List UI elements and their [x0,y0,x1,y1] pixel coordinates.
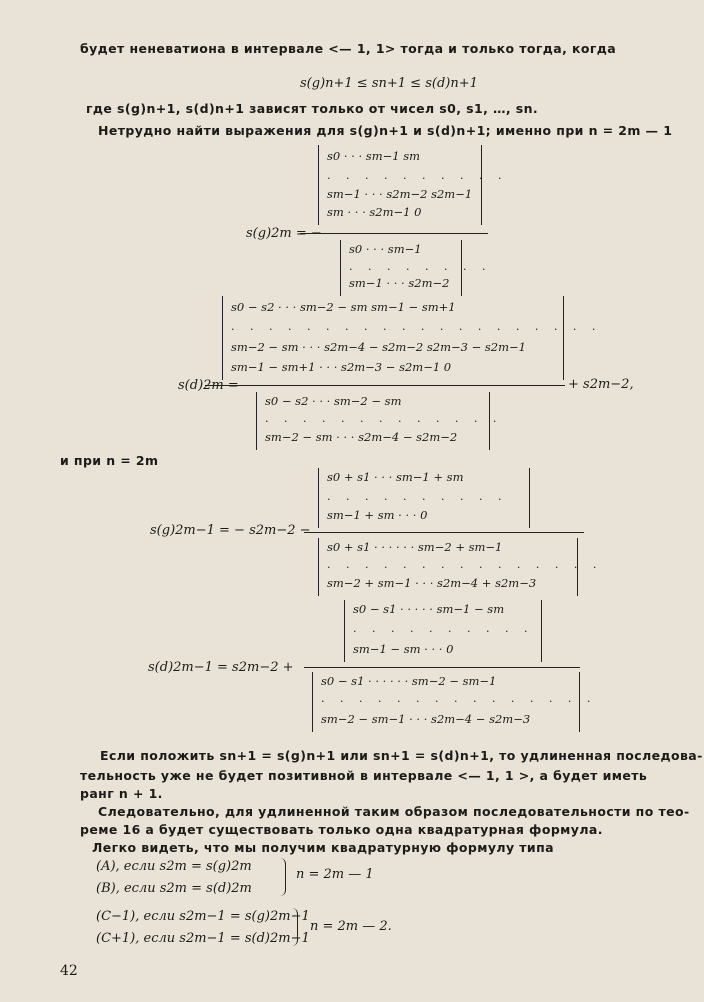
formula1-lhs: s(g)2m = − [246,226,322,241]
case-b: (B), если s2m = s(d)2m [96,881,252,896]
det-row: s0 − s1 · · · · · sm−1 − sm [353,602,505,616]
text-where: где s(g)n+1, s(d)n+1 зависят только от ч… [86,101,539,116]
det-row: s0 − s2 · · · sm−2 − sm sm−1 − sm+1 [231,300,456,314]
det-row: . . . . . . . . . . . . . . . [327,558,603,571]
case-ab-condition: n = 2m — 1 [296,867,374,882]
det-row: . . . . . . . . . . . . . . . . . . . . [231,320,602,333]
text-and-when: и при n = 2m [60,453,159,468]
formula2-denominator-det: s0 − s2 · · · sm−2 − sm . . . . . . . . … [256,392,496,450]
formula4-lhs: s(d)2m−1 = s2m−2 + [148,660,294,675]
text-if-put-2: тельность уже не будет позитивной в инте… [80,768,648,783]
formula1-fraction-bar [300,233,488,234]
det-row: sm−1 + sm · · · 0 [327,508,428,522]
det-row: s0 · · · sm−1 [349,242,422,256]
inequality: s(g)n+1 ≤ sn+1 ≤ s(d)n+1 [300,76,478,91]
text-easy-find: Нетрудно найти выражения для s(g)n+1 и s… [98,123,673,138]
brace-ab [280,858,286,896]
text-easy-see: Легко видеть, что мы получим квадратурну… [92,840,554,855]
det-row: sm−1 · · · s2m−2 s2m−1 [327,187,473,201]
formula2-tail: + s2m−2, [568,377,634,392]
case-a: (A), если s2m = s(g)2m [96,859,252,874]
text-rank: ранг n + 1. [80,786,163,801]
formula4-denominator-det: s0 − s1 · · · · · · sm−2 − sm−1 . . . . … [312,672,590,732]
det-row: sm · · · s2m−1 0 [327,205,422,219]
formula3-lhs: s(g)2m−1 = − s2m−2 − [150,523,311,538]
formula2-numerator-det: s0 − s2 · · · sm−2 − sm sm−1 − sm+1 . . … [222,296,595,380]
text-line-1: будет неневатиона в интервале <— 1, 1> т… [80,41,617,56]
det-row: sm−1 − sm · · · 0 [353,642,454,656]
formula3-numerator-det: s0 + s1 · · · sm−1 + sm . . . . . . . . … [318,468,530,528]
det-row: s0 − s2 · · · sm−2 − sm [265,394,402,408]
formula1-numerator-det: s0 · · · sm−1 sm . . . . . . . . . . sm−… [318,145,501,225]
det-row: sm−1 − sm+1 · · · s2m−3 − s2m−1 0 [231,360,452,374]
case-c-plus: (C+1), если s2m−1 = s(d)2m−1 [96,931,310,946]
det-row: . . . . . . . . . . . . . . . [321,692,597,705]
det-row: sm−2 − sm · · · s2m−4 − s2m−2 [265,430,458,444]
det-row: s0 + s1 · · · sm−1 + sm [327,470,464,484]
formula4-fraction-bar [304,667,580,668]
det-row: s0 · · · sm−1 sm [327,149,421,163]
formula4-numerator-det: s0 − s1 · · · · · sm−1 − sm . . . . . . … [344,600,542,662]
text-consequently: Следовательно, для удлиненной таким обра… [98,804,690,819]
brace-c [292,908,298,946]
det-row: . . . . . . . . . . [327,169,508,182]
case-c-condition: n = 2m — 2. [310,919,392,934]
det-row: . . . . . . . . . . [327,490,508,503]
det-row: sm−2 + sm−1 · · · s2m−4 + s2m−3 [327,576,537,590]
det-row: s0 + s1 · · · · · · sm−2 + sm−1 [327,540,503,554]
text-if-put: Если положить sn+1 = s(g)n+1 или sn+1 = … [100,748,703,763]
formula1-denominator-det: s0 · · · sm−1 . . . . . . . . sm−1 · · ·… [340,240,485,296]
det-row: s0 − s1 · · · · · · sm−2 − sm−1 [321,674,497,688]
det-row: sm−2 − sm · · · s2m−4 − s2m−2 s2m−3 − s2… [231,340,526,354]
formula3-denominator-det: s0 + s1 · · · · · · sm−2 + sm−1 . . . . … [318,538,596,596]
case-c-minus: (C−1), если s2m−1 = s(g)2m−1 [96,909,310,924]
text-consequently-2: реме 16 а будет существовать только одна… [80,822,603,837]
det-row: sm−1 · · · s2m−2 [349,276,450,290]
det-row: . . . . . . . . . . . . . [265,412,503,425]
det-row: sm−2 − sm−1 · · · s2m−4 − s2m−3 [321,712,531,726]
formula2-fraction-bar [205,385,565,386]
det-row: . . . . . . . . . . [353,622,534,635]
det-row: . . . . . . . . [349,260,492,273]
formula3-fraction-bar [304,532,584,533]
page-number: 42 [60,963,78,979]
